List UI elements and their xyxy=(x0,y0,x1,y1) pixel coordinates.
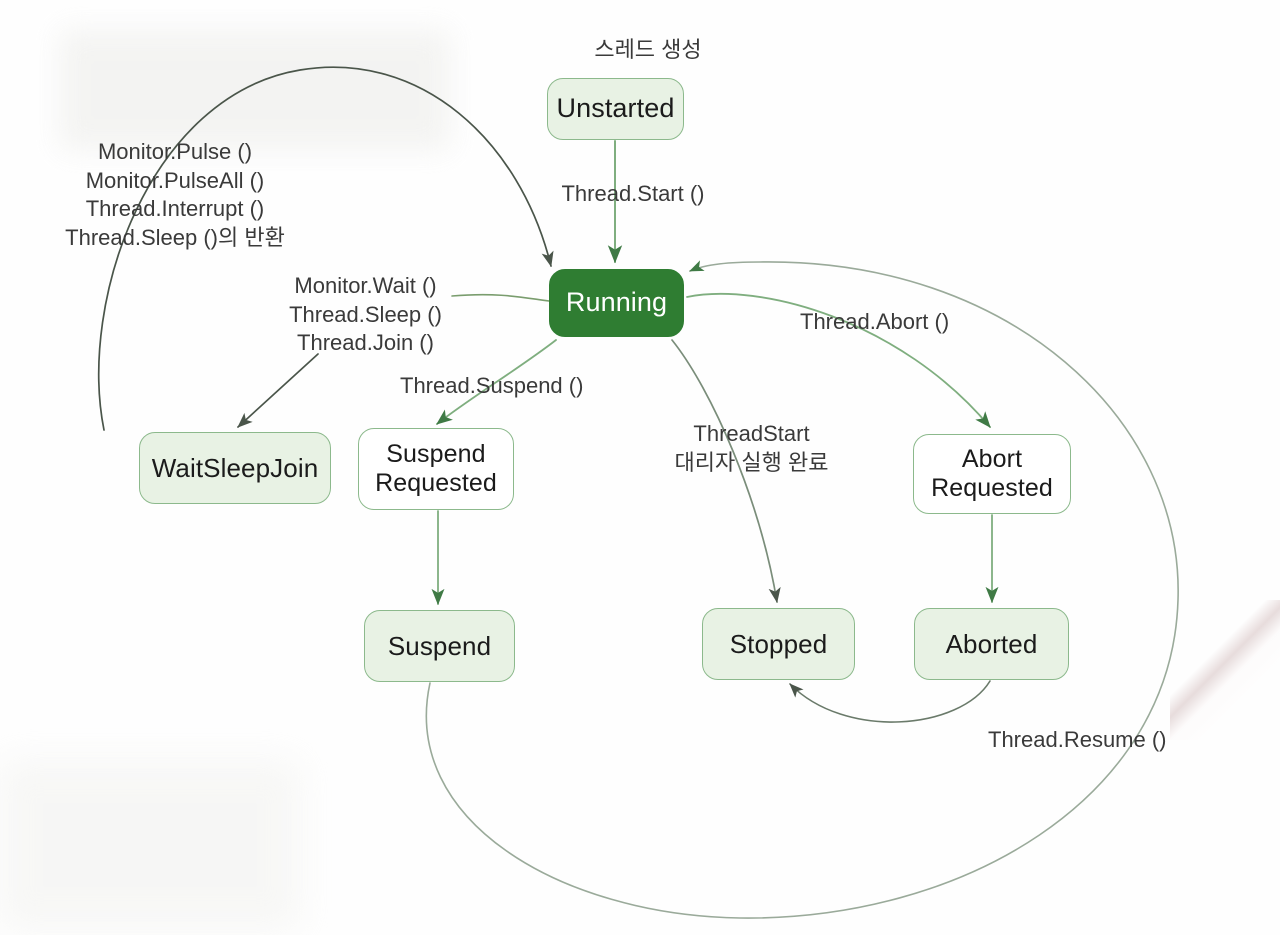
node-unstarted[interactable]: Unstarted xyxy=(547,78,684,140)
node-suspend[interactable]: Suspend xyxy=(364,610,515,682)
label-resume-triggers: Monitor.Pulse () Monitor.PulseAll () Thr… xyxy=(65,139,285,250)
edge-blockgroup-connector xyxy=(451,293,550,302)
node-aborted[interactable]: Aborted xyxy=(914,608,1069,680)
node-waitsleepjoin[interactable]: WaitSleepJoin xyxy=(139,432,331,504)
node-running[interactable]: Running xyxy=(549,269,684,337)
label-thread-start: Thread.Start () xyxy=(561,181,705,206)
label-thread-resume: Thread.Resume () xyxy=(988,727,1167,752)
label-thread-abort: Thread.Abort () xyxy=(800,309,950,334)
edge-running-to-waitsleepjoin xyxy=(237,353,319,428)
node-stopped[interactable]: Stopped xyxy=(702,608,855,680)
label-block-triggers: Monitor.Wait () Thread.Sleep () Thread.J… xyxy=(289,273,442,356)
node-abort-requested[interactable]: Abort Requested xyxy=(913,434,1071,514)
scan-artifact-bottom xyxy=(0,760,300,930)
edge-suspend-to-running xyxy=(425,260,1179,919)
node-suspend-requested[interactable]: Suspend Requested xyxy=(358,428,514,510)
label-thread-suspend: Thread.Suspend () xyxy=(400,373,584,398)
page-curl-artifact xyxy=(1170,600,1280,740)
edge-aborted-to-stopped xyxy=(789,680,991,723)
label-thread-creation-note: 스레드 생성 xyxy=(594,37,702,62)
label-threadstart-completed: ThreadStart 대리자 실행 완료 xyxy=(674,421,829,475)
scan-artifact-top xyxy=(60,30,450,150)
